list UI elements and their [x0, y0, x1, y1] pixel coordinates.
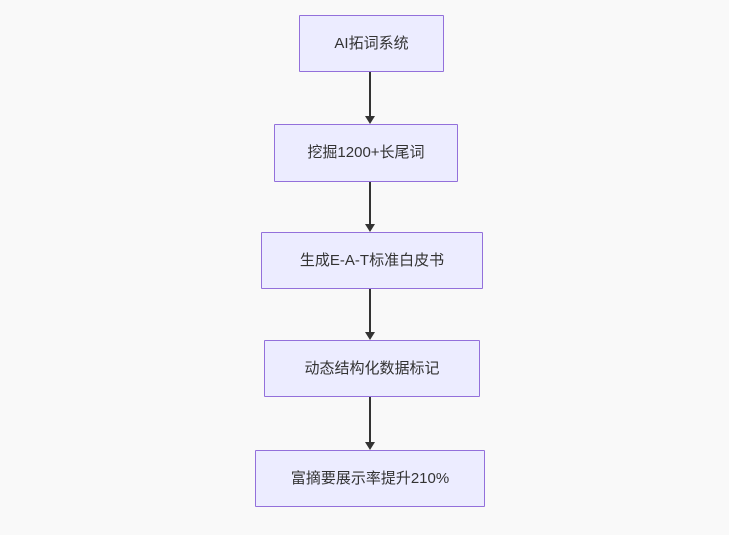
- node-eat-whitepaper: 生成E-A-T标准白皮书: [261, 232, 483, 289]
- arrowhead-down-icon: [365, 442, 375, 450]
- node-label: AI拓词系统: [334, 34, 409, 52]
- arrowhead-down-icon: [365, 224, 375, 232]
- arrowhead-down-icon: [365, 332, 375, 340]
- node-rich-snippet-rate: 富摘要展示率提升210%: [255, 450, 485, 507]
- node-label: 富摘要展示率提升210%: [290, 469, 450, 487]
- edge-arrow-3: [365, 289, 375, 340]
- arrowhead-down-icon: [365, 116, 375, 124]
- node-label: 生成E-A-T标准白皮书: [299, 251, 445, 269]
- node-longtail-keyword-mining: 挖掘1200+长尾词: [274, 124, 458, 182]
- node-structured-data-markup: 动态结构化数据标记: [264, 340, 480, 397]
- edge-arrow-4: [365, 397, 375, 450]
- node-ai-word-expansion: AI拓词系统: [299, 15, 444, 72]
- edge-arrow-2: [365, 182, 375, 232]
- edge-arrow-1: [365, 72, 375, 124]
- node-label: 动态结构化数据标记: [304, 359, 440, 377]
- node-label: 挖掘1200+长尾词: [307, 144, 425, 161]
